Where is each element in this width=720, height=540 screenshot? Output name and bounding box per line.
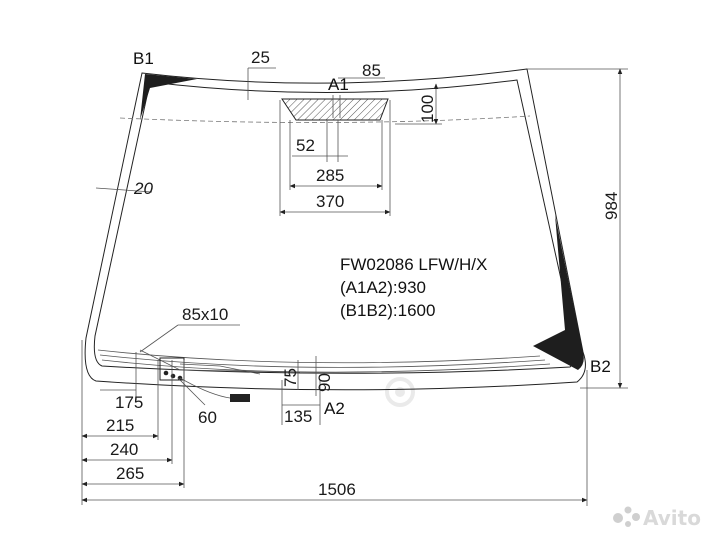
dim-85-top-label: 85 <box>362 61 381 80</box>
point-b2-label: B2 <box>590 357 611 376</box>
dim-20-label: 20 <box>133 179 153 198</box>
dim-85x10-label: 85x10 <box>182 305 228 324</box>
dim-215-label: 215 <box>106 416 134 435</box>
dim-90-label: 90 <box>315 373 334 392</box>
avito-logo: Avito <box>613 506 701 530</box>
dim-285-label: 285 <box>316 166 344 185</box>
dim-60-label: 60 <box>198 408 217 427</box>
watermark-logo <box>385 377 415 407</box>
point-a2-label: A2 <box>324 399 345 418</box>
part-b1b2: (B1B2):1600 <box>340 301 435 320</box>
glass-outline <box>84 68 586 391</box>
dim-984-label: 984 <box>602 192 621 220</box>
dim-20-line <box>95 187 153 193</box>
corner-band-b1 <box>140 74 197 120</box>
dim-265-label: 265 <box>116 464 144 483</box>
part-a1a2: (A1A2):930 <box>340 278 426 297</box>
dim-25-label: 25 <box>251 48 270 67</box>
dim-75-label: 75 <box>281 368 300 387</box>
wiper-heater-lines <box>97 349 551 375</box>
connector-terminal <box>159 357 250 402</box>
visible-area-line <box>119 115 531 123</box>
corner-band-b2 <box>533 215 584 370</box>
point-a1-label: A1 <box>328 75 349 94</box>
dim-175-label: 175 <box>115 393 143 412</box>
dim-240-label: 240 <box>110 440 138 459</box>
glass-inner-edge <box>93 79 578 374</box>
dim-135-label: 135 <box>284 407 312 426</box>
dim-52-label: 52 <box>296 136 315 155</box>
point-b1-label: B1 <box>133 49 154 68</box>
dim-1506-label: 1506 <box>318 480 356 499</box>
sensor-area <box>281 98 389 121</box>
dim-100-label: 100 <box>418 95 437 123</box>
part-code: FW02086 LFW/H/X <box>340 255 487 274</box>
avito-wordmark: Avito <box>643 506 701 530</box>
dim-85x10-leader <box>139 324 179 353</box>
dim-370-label: 370 <box>316 192 344 211</box>
dim-60-leader <box>177 377 206 406</box>
